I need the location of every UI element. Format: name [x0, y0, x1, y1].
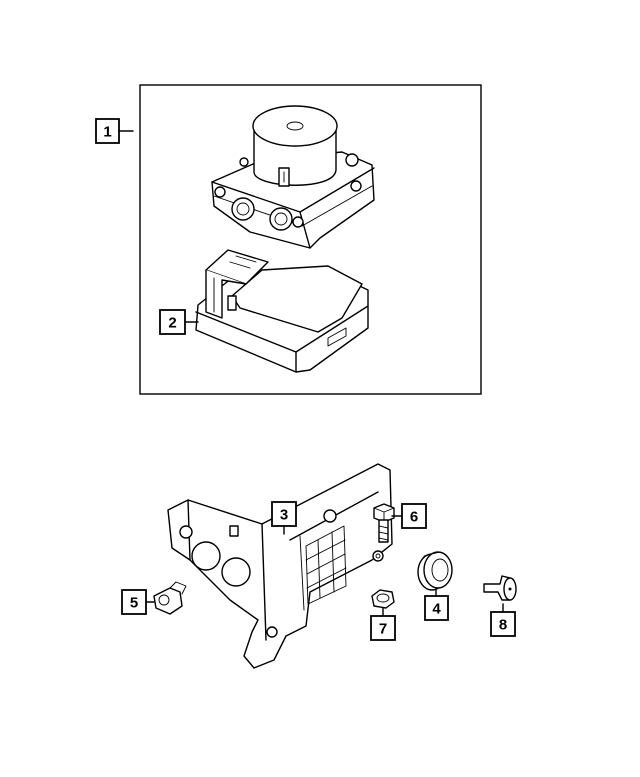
callout-6-label: 6 [410, 509, 418, 526]
callout-7: 7 [370, 615, 396, 641]
nut-illustration [371, 589, 395, 609]
callout-8-label: 8 [499, 617, 507, 634]
abs-module-illustration [211, 105, 375, 249]
callout-5-label: 5 [130, 595, 138, 612]
callout-2: 2 [159, 309, 186, 335]
bolt-illustration [373, 503, 395, 543]
callout-7-label: 7 [379, 621, 387, 638]
mounting-bracket-illustration [167, 463, 393, 669]
callout-1-label: 1 [103, 124, 111, 141]
control-module-illustration [195, 249, 369, 373]
push-pin-illustration [483, 575, 517, 601]
callout-2-label: 2 [168, 315, 176, 332]
callout-4-label: 4 [432, 601, 441, 618]
callout-3: 3 [271, 501, 297, 527]
grommet-illustration [417, 551, 453, 591]
callout-6: 6 [401, 503, 427, 529]
callout-4: 4 [424, 595, 449, 621]
callout-1: 1 [95, 118, 120, 144]
assembly-group-frame [139, 84, 482, 395]
callout-5: 5 [121, 589, 147, 615]
callout-8: 8 [490, 611, 516, 637]
callout-3-label: 3 [280, 507, 288, 524]
clip-illustration [153, 581, 187, 615]
